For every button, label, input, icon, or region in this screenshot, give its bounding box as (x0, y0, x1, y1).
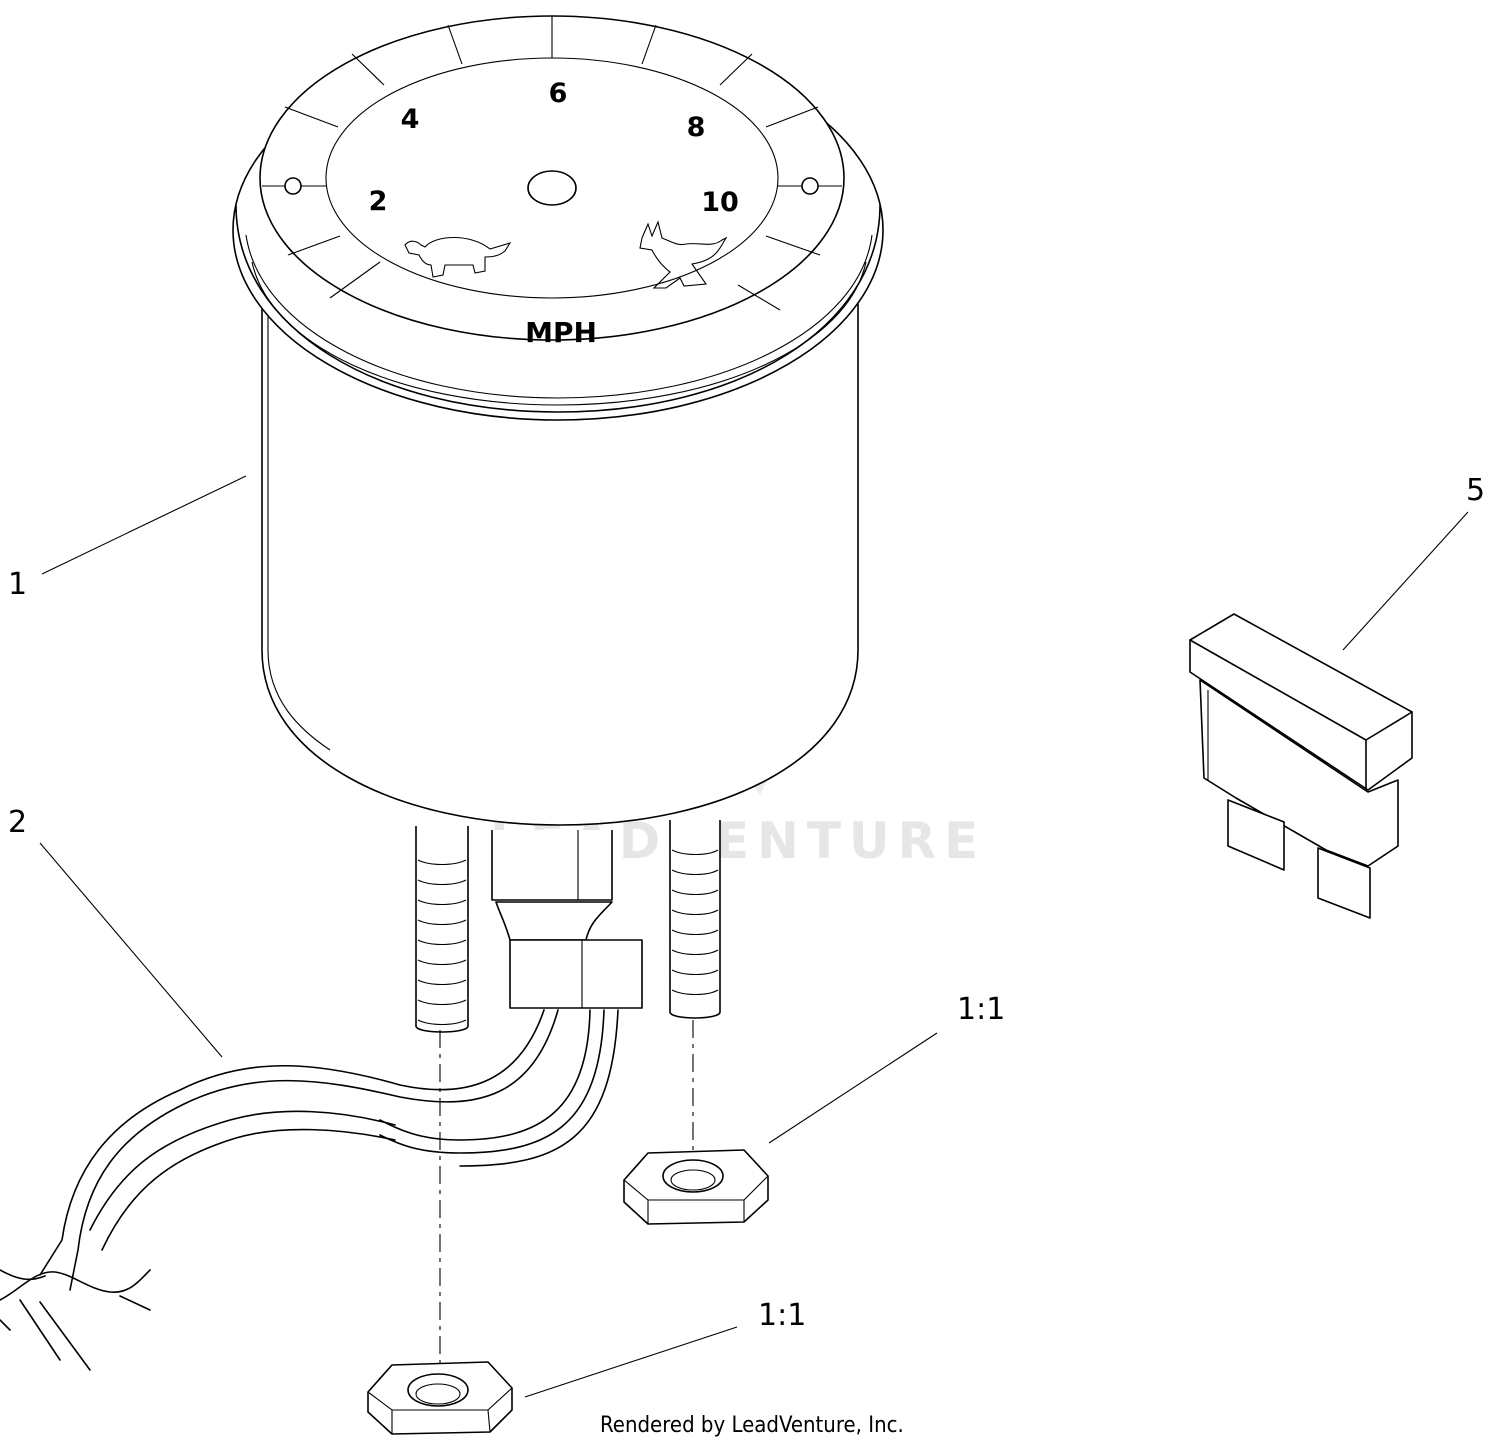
connector-housing (491, 830, 643, 1009)
blade-fuse (1189, 613, 1413, 919)
stud-right (669, 820, 721, 1019)
callout-2: 2 (8, 805, 27, 840)
scale-label-4: 4 (401, 104, 420, 135)
callout-1-1-upper: 1:1 (957, 992, 1005, 1027)
leader-lines (39, 475, 1469, 1398)
scale-label-10: 10 (701, 187, 739, 218)
rabbit-icon (639, 220, 728, 289)
hex-nut-lower (367, 1361, 513, 1435)
scale-label-6: 6 (549, 78, 568, 109)
turtle-icon (404, 237, 512, 278)
hex-nut-upper (623, 1149, 769, 1225)
callout-1: 1 (8, 567, 27, 602)
scale-label-2: 2 (369, 186, 388, 217)
mounting-studs (415, 820, 721, 1033)
speedometer-gauge: 2 4 6 8 10 MPH (232, 15, 884, 826)
callout-1-1-lower: 1:1 (758, 1298, 806, 1333)
unit-label: MPH (525, 316, 597, 349)
callout-5: 5 (1466, 473, 1485, 508)
stud-left (415, 826, 469, 1033)
wire-harness (0, 1009, 619, 1371)
center-lines (439, 1020, 694, 1385)
render-credit: Rendered by LeadVenture, Inc. (600, 1413, 904, 1438)
scale-label-8: 8 (687, 112, 706, 143)
